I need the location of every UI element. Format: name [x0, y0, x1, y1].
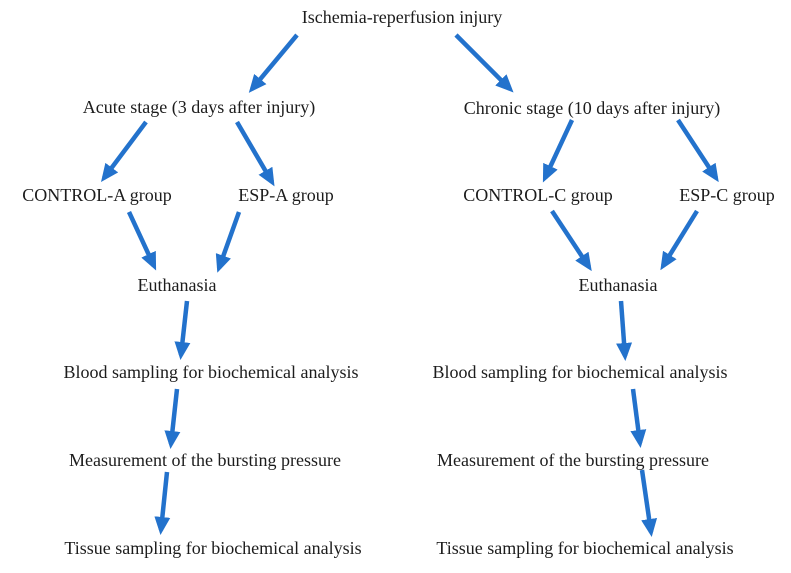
- node-esp-a-group: ESP-A group: [238, 185, 334, 205]
- arrow-chronic-to-control-c: [542, 119, 575, 183]
- node-tissue-sampling-right: Tissue sampling for biochemical analysis: [436, 538, 734, 558]
- arrow-acute-to-control-a: [101, 120, 148, 182]
- arrow-acute-to-esp-a: [235, 120, 275, 187]
- arrow-euthanasia-left-to-blood-left: [174, 300, 191, 360]
- arrow-esp-c-to-euthanasia-right: [660, 209, 699, 271]
- node-acute-stage: Acute stage (3 days after injury): [82, 97, 316, 117]
- arrow-root-to-acute: [248, 33, 299, 93]
- node-control-a-group: CONTROL-A group: [22, 185, 172, 205]
- node-control-c-group: CONTROL-C group: [463, 185, 613, 205]
- node-bursting-pressure-left: Measurement of the bursting pressure: [69, 450, 341, 470]
- arrow-measurement-left-to-tissue-left: [154, 471, 171, 535]
- node-chronic-stage: Chronic stage (10 days after injury): [463, 98, 721, 118]
- node-euthanasia-left: Euthanasia: [137, 275, 217, 295]
- node-blood-sampling-right: Blood sampling for biochemical analysis: [432, 362, 728, 382]
- arrow-blood-right-to-measurement-right: [630, 388, 647, 448]
- arrow-control-c-to-euthanasia-right: [550, 209, 592, 272]
- arrow-root-to-chronic: [454, 33, 514, 93]
- node-blood-sampling-left: Blood sampling for biochemical analysis: [63, 362, 359, 382]
- node-euthanasia-right: Euthanasia: [578, 275, 658, 295]
- arrow-chronic-to-esp-c: [676, 118, 719, 183]
- node-tissue-sampling-left: Tissue sampling for biochemical analysis: [64, 538, 362, 558]
- arrow-control-a-to-euthanasia-left: [126, 211, 157, 271]
- arrow-euthanasia-right-to-blood-right: [616, 300, 633, 361]
- node-bursting-pressure-right: Measurement of the bursting pressure: [437, 450, 709, 470]
- arrow-esp-a-to-euthanasia-left: [215, 211, 242, 273]
- node-ischemia-reperfusion-injury: Ischemia-reperfusion injury: [301, 7, 503, 27]
- arrow-measurement-right-to-tissue-right: [639, 469, 658, 537]
- arrow-blood-left-to-measurement-left: [164, 388, 181, 449]
- node-esp-c-group: ESP-C group: [679, 185, 775, 205]
